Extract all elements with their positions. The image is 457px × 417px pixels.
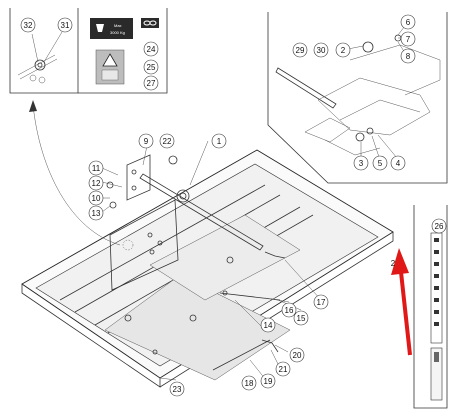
pointer-arc — [29, 100, 121, 246]
callout-30: 30 — [313, 42, 329, 58]
svg-text:7: 7 — [406, 35, 411, 44]
callout-19: 19 — [260, 373, 276, 389]
inset-top-left: Max 3000 Kg — [9, 8, 168, 94]
main-frame — [21, 149, 394, 388]
warning-sticker — [95, 49, 125, 85]
sticker-max-text: Max — [114, 23, 122, 28]
drive-shaft — [139, 173, 264, 251]
washer-detail — [17, 31, 63, 84]
callout-14: 14 — [260, 317, 276, 333]
warning-sign-icon — [102, 53, 118, 67]
svg-text:21: 21 — [279, 365, 288, 374]
inset-box-labels — [78, 8, 168, 94]
svg-text:29: 29 — [296, 46, 305, 55]
mechanism-sketch — [304, 34, 441, 156]
callout-4: 4 — [390, 155, 406, 171]
svg-text:25: 25 — [147, 63, 156, 72]
svg-text:16: 16 — [285, 306, 294, 315]
svg-text:2: 2 — [341, 46, 346, 55]
svg-text:30: 30 — [317, 46, 326, 55]
callout-9: 9 — [138, 133, 154, 149]
svg-text:22: 22 — [163, 137, 172, 146]
callout-1: 1 — [211, 133, 227, 149]
svg-text:24: 24 — [147, 45, 156, 54]
inset-box-fastener — [9, 8, 79, 94]
callout-8: 8 — [400, 48, 416, 64]
callout-16: 16 — [281, 302, 297, 318]
callout-7: 7 — [400, 31, 416, 47]
svg-text:10: 10 — [92, 194, 101, 203]
svg-text:8: 8 — [406, 52, 411, 61]
cross-member-1 — [59, 184, 266, 301]
svg-text:19: 19 — [264, 377, 273, 386]
svg-text:31: 31 — [61, 21, 70, 30]
svg-text:12: 12 — [92, 179, 101, 188]
callout-6: 6 — [400, 14, 416, 30]
svg-text:17: 17 — [317, 298, 326, 307]
callout-10: 10 — [88, 190, 104, 206]
callout-29: 29 — [292, 42, 308, 58]
callout-32: 32 — [20, 17, 36, 33]
callout-15: 15 — [293, 310, 309, 326]
callouts: 32 31 24 25 27 29 30 2 6 7 8 3 5 4 9 22 … — [20, 14, 447, 397]
callout-31: 31 — [57, 17, 73, 33]
svg-text:6: 6 — [406, 18, 411, 27]
inset-box-mechanism — [267, 12, 448, 184]
svg-text:15: 15 — [297, 314, 306, 323]
svg-text:13: 13 — [92, 209, 101, 218]
ladder-strip-icon — [413, 205, 448, 409]
callout-21: 21 — [275, 361, 291, 377]
svg-text:11: 11 — [92, 164, 101, 173]
callout-20: 20 — [289, 347, 305, 363]
svg-text:20: 20 — [293, 351, 302, 360]
lift-hook-icon — [96, 24, 104, 32]
chain-link-icon — [143, 20, 157, 26]
load-sticker: Max 3000 Kg — [90, 18, 159, 39]
svg-text:4: 4 — [396, 159, 401, 168]
svg-text:18: 18 — [245, 379, 254, 388]
svg-text:1: 1 — [217, 137, 222, 146]
callout-22: 22 — [159, 133, 175, 149]
inset-top-right — [267, 12, 448, 184]
svg-text:23: 23 — [173, 385, 182, 394]
callout-2b: 2 — [391, 259, 396, 268]
svg-text:5: 5 — [378, 159, 383, 168]
callout-3: 3 — [353, 155, 369, 171]
callout-5: 5 — [372, 155, 388, 171]
svg-text:27: 27 — [147, 79, 156, 88]
callout-26: 26 — [431, 218, 447, 234]
svg-text:26: 26 — [435, 222, 444, 231]
callout-17: 17 — [313, 294, 329, 310]
svg-text:14: 14 — [264, 321, 273, 330]
callout-18: 18 — [241, 375, 257, 391]
svg-text:32: 32 — [24, 21, 33, 30]
callout-13: 13 — [88, 205, 104, 221]
hitch-plate — [126, 154, 151, 201]
callout-11: 11 — [88, 160, 104, 176]
ring-part — [168, 155, 178, 165]
bracket-bar — [275, 67, 337, 109]
callout-2: 2 — [335, 42, 351, 58]
callout-12: 12 — [88, 175, 104, 191]
callout-23: 23 — [169, 381, 185, 397]
callout-27: 27 — [143, 75, 159, 91]
svg-text:9: 9 — [144, 137, 149, 146]
callout-25: 25 — [143, 59, 159, 75]
red-arrow — [391, 248, 412, 356]
svg-text:3: 3 — [359, 159, 364, 168]
callout-24: 24 — [143, 41, 159, 57]
svg-text:2: 2 — [391, 259, 396, 268]
sticker-load-text: 3000 Kg — [110, 30, 125, 35]
rod-18 — [212, 339, 271, 371]
